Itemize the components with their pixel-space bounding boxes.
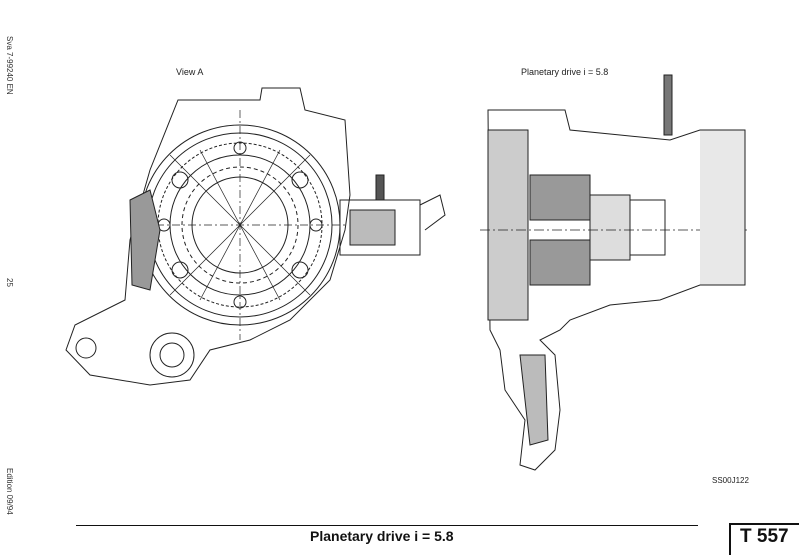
- drawing-code: SS00J122: [712, 476, 749, 485]
- planetary-drive-drawing: [480, 74, 750, 471]
- view-a-drawing: [65, 87, 446, 386]
- footer-rule: [76, 525, 698, 526]
- footer-title: Planetary drive i = 5.8: [310, 528, 454, 544]
- section-code: T 557: [740, 526, 789, 547]
- view-a-caption: View A: [176, 67, 204, 77]
- section-code-box: [729, 523, 799, 555]
- planetary-drive-caption: Planetary drive i = 5.8: [521, 67, 609, 77]
